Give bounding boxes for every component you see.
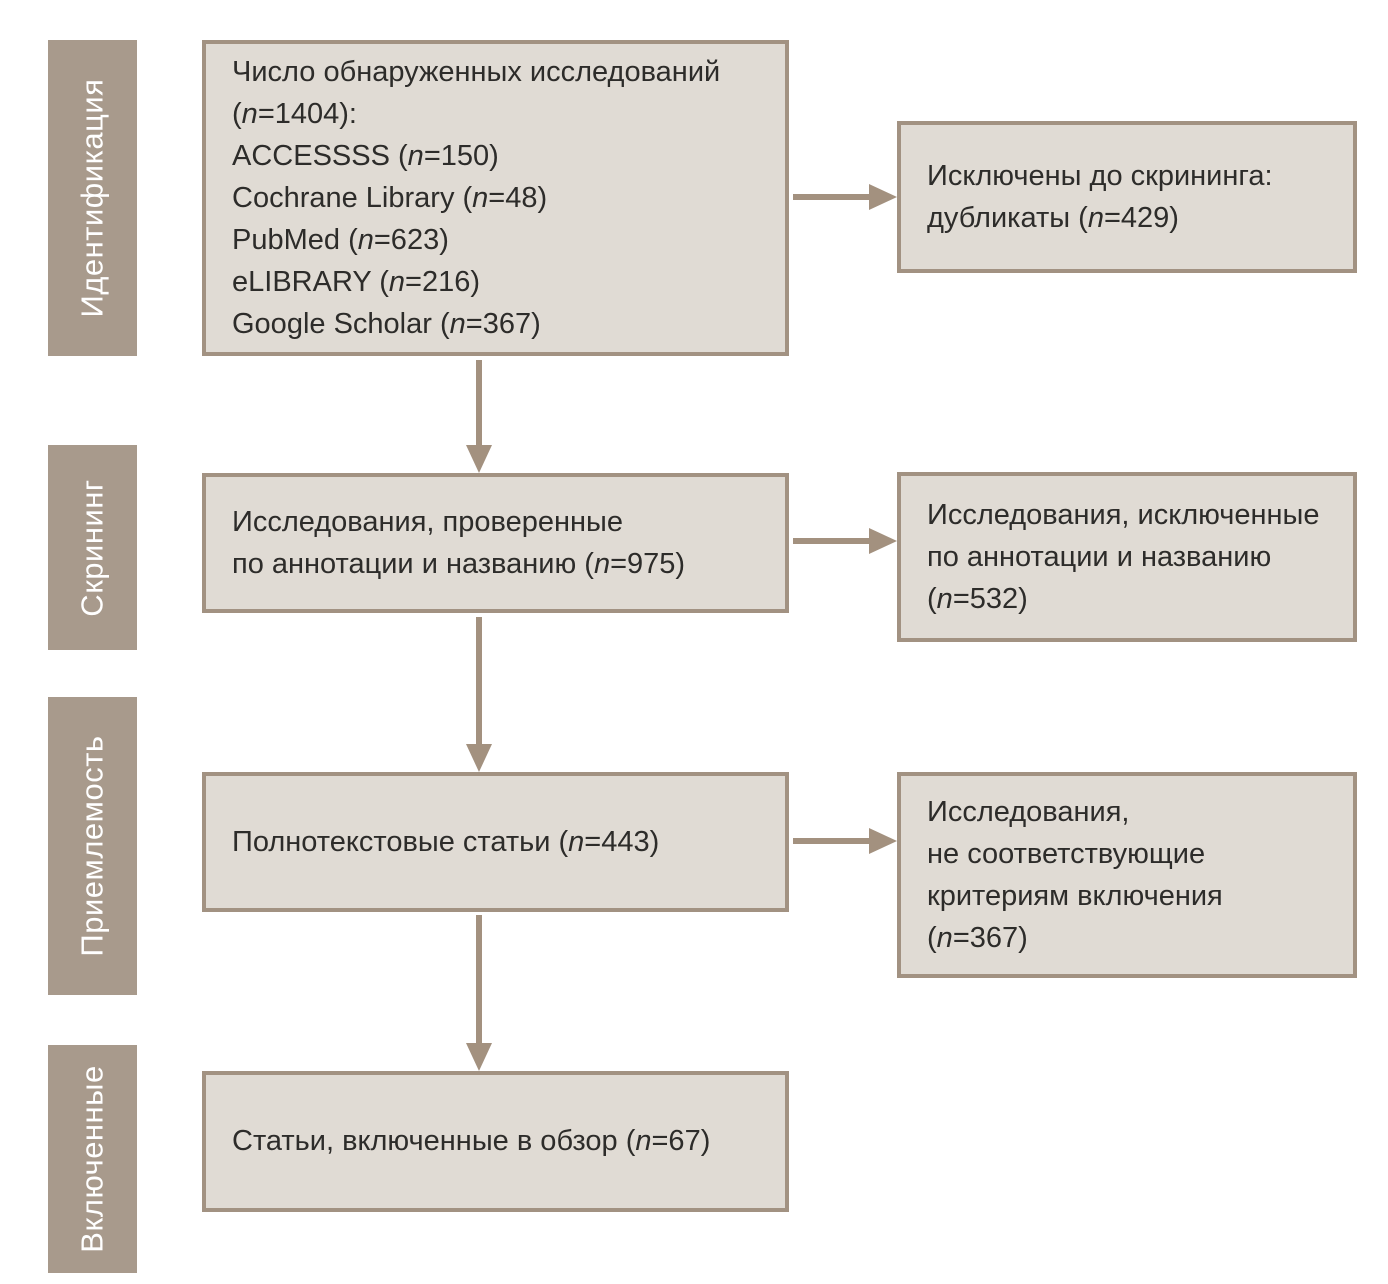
stage-band-identification: Идентификация bbox=[48, 40, 137, 356]
stage-label: Скрининг bbox=[74, 478, 110, 617]
box-identified-studies: Число обнаруженных исследований(n=1404):… bbox=[202, 40, 789, 356]
arrow-right-2-head bbox=[869, 528, 897, 554]
arrow-down-2-head bbox=[466, 744, 492, 772]
arrow-right-1-head bbox=[869, 184, 897, 210]
arrow-right-3 bbox=[793, 838, 869, 844]
box-fulltext-articles: Полнотекстовые статьи (n=443) bbox=[202, 772, 789, 912]
box-included-articles: Статьи, включенные в обзор (n=67) bbox=[202, 1071, 789, 1212]
arrow-down-3 bbox=[476, 915, 482, 1044]
stage-band-screening: Скрининг bbox=[48, 445, 137, 650]
stage-band-included: Включенные bbox=[48, 1045, 137, 1273]
stage-label: Идентификация bbox=[74, 78, 110, 318]
arrow-right-2 bbox=[793, 538, 869, 544]
arrow-down-3-head bbox=[466, 1043, 492, 1071]
arrow-down-2 bbox=[476, 617, 482, 745]
arrow-right-1 bbox=[793, 194, 869, 200]
stage-label: Включенные bbox=[74, 1065, 110, 1253]
stage-band-eligibility: Приемлемость bbox=[48, 697, 137, 995]
arrow-right-3-head bbox=[869, 828, 897, 854]
box-excluded-duplicates: Исключены до скрининга:дубликаты (n=429) bbox=[897, 121, 1357, 273]
arrow-down-1-head bbox=[466, 445, 492, 473]
stage-label: Приемлемость bbox=[74, 735, 110, 957]
arrow-down-1 bbox=[476, 360, 482, 446]
